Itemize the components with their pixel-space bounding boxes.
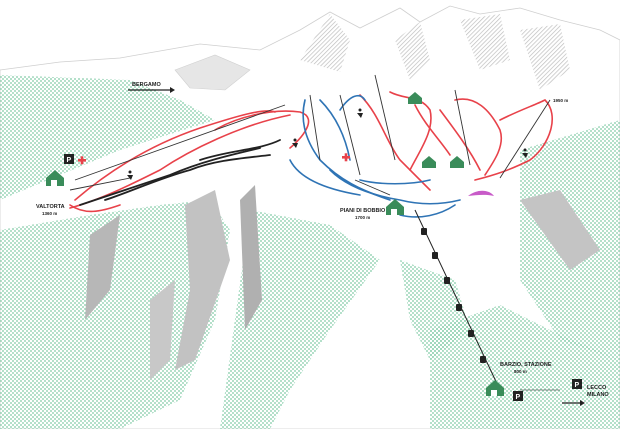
milano-label: MILANO: [587, 392, 609, 398]
skier-icons: [127, 108, 528, 180]
peak-altitude: 1950 m: [553, 98, 568, 103]
valtorta-altitude: 1360 m: [42, 211, 57, 216]
lodge-icon: [422, 156, 436, 168]
red-slope: [439, 109, 481, 171]
ski-lift-line: [374, 74, 396, 161]
arrow-icon: [128, 87, 175, 93]
red-slope: [214, 110, 310, 149]
skier-icon: [357, 108, 363, 118]
piani-di-bobbio-altitude: 1700 m: [355, 215, 370, 220]
arrow-icon: [562, 400, 585, 406]
barzio-altitude: 800 m: [514, 369, 527, 374]
lodge-icon: [386, 199, 404, 215]
red-slope: [359, 94, 431, 191]
svg-text:P: P: [516, 394, 521, 401]
ski-lift-line: [69, 177, 131, 191]
rocky-ridges: [85, 185, 600, 380]
red-slope: [474, 99, 554, 181]
red-slope: [389, 91, 432, 171]
ski-lift-line: [74, 104, 286, 181]
red-slopes: [69, 91, 554, 213]
ski-lift-line: [339, 94, 361, 176]
blue-slopes: [289, 94, 461, 218]
bergamo-label: BERGAMO: [132, 82, 161, 88]
skier-icon: [127, 170, 133, 180]
red-slope: [69, 204, 121, 213]
first-aid-icon: [78, 156, 86, 165]
lecco-label: LECCO: [587, 385, 607, 391]
lodge-icon: [408, 92, 422, 104]
skier-icon: [292, 138, 298, 148]
lodge-icon: [486, 380, 504, 396]
parking-icon: P: [513, 391, 523, 401]
ski-lift-line: [309, 94, 321, 161]
blue-slope: [359, 179, 431, 185]
skier-icon: [522, 148, 528, 158]
red-slope: [74, 110, 276, 201]
ski-lifts: [69, 74, 551, 196]
red-slope: [454, 98, 503, 176]
cable-car: [414, 209, 501, 391]
valtorta-label: VALTORTA: [36, 204, 65, 210]
cable-car-icon: [421, 228, 486, 363]
svg-text:P: P: [67, 157, 72, 164]
blue-slope: [399, 204, 456, 218]
black-slope: [104, 154, 271, 201]
parking-icon: P: [64, 154, 74, 164]
black-slope: [199, 139, 281, 161]
black-slopes: [79, 139, 281, 206]
lodges: [46, 92, 504, 396]
lodge-icon: [46, 170, 64, 186]
barzio-label: BARZIO, STAZIONE: [500, 362, 552, 368]
first-aid-icon: [342, 153, 350, 162]
lodge-icon: [450, 156, 464, 168]
black-slope: [79, 147, 261, 206]
blue-slope: [329, 169, 461, 205]
piani-di-bobbio-label: PIANI DI BOBBIO: [340, 208, 386, 214]
ski-lift-line: [454, 89, 471, 166]
blue-slope: [319, 99, 351, 161]
paraglider-icon: [468, 190, 494, 196]
red-slope: [414, 104, 451, 156]
parking-icon: P: [572, 379, 582, 389]
ski-lift-line: [499, 99, 551, 179]
blue-slope: [289, 159, 361, 196]
svg-text:P: P: [575, 382, 580, 389]
ski-lift-line: [354, 179, 391, 196]
